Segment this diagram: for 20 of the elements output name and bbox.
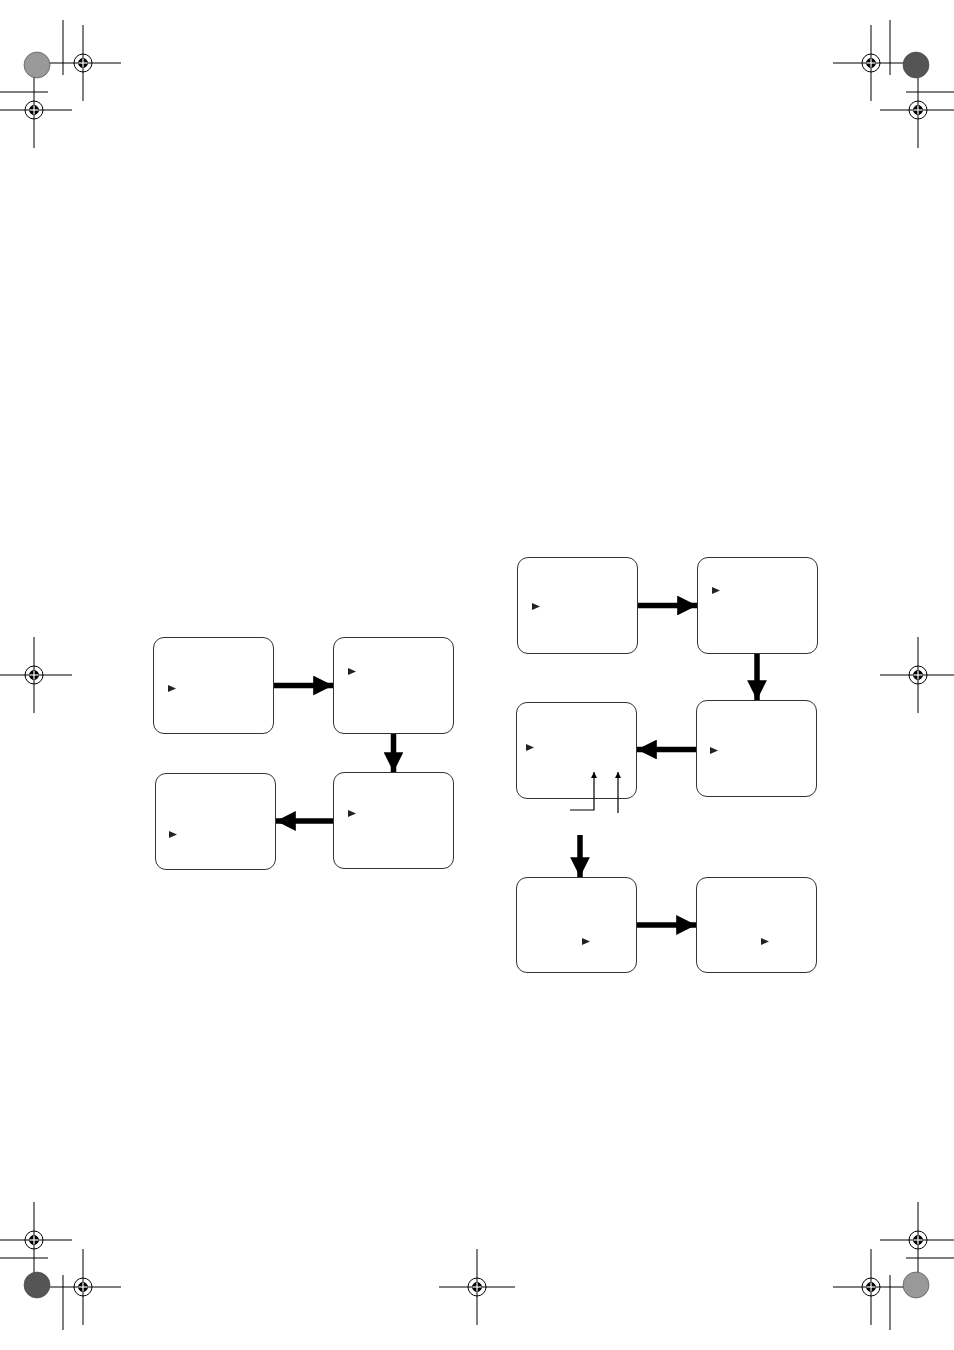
flow-arrow [638, 595, 697, 616]
flow-arrow [570, 835, 590, 877]
flow-arrow [274, 675, 333, 696]
screen-box [153, 637, 274, 734]
screen-box [517, 557, 638, 654]
screen-box [696, 877, 817, 973]
flow-arrow [637, 915, 696, 935]
leader-arrow [615, 771, 621, 814]
screen-box [155, 773, 276, 870]
flow-arrow [276, 811, 333, 831]
screen-box [333, 637, 454, 734]
flow-arrow [637, 739, 696, 760]
screen-box [516, 877, 637, 973]
leader-arrow [569, 771, 597, 811]
screen-box [333, 772, 454, 869]
screen-box [696, 700, 817, 797]
flow-arrow [383, 734, 404, 772]
screen-box [516, 702, 637, 799]
flow-arrow [747, 654, 767, 700]
screen-box [697, 557, 818, 654]
